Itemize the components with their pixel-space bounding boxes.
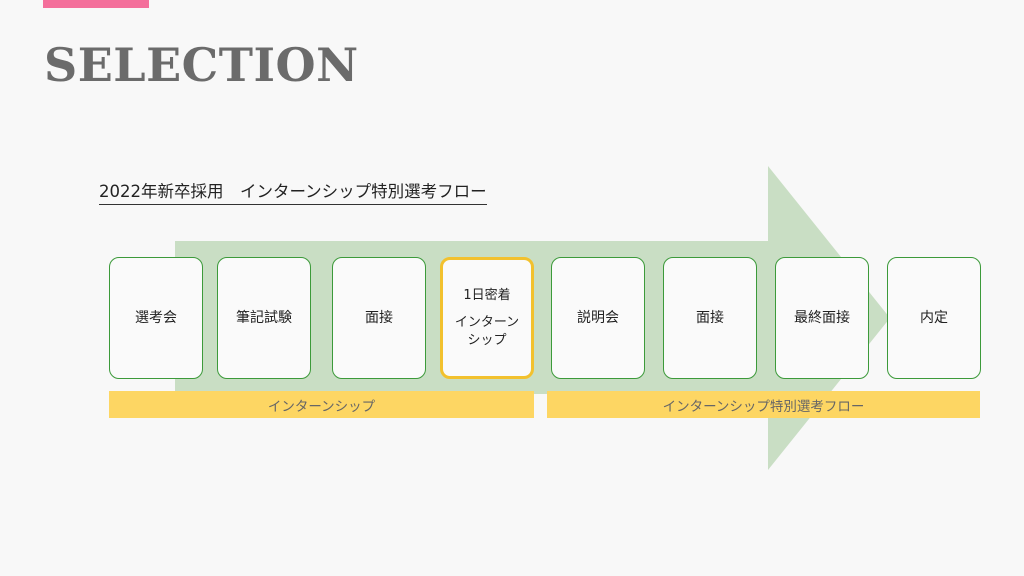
step-label-line1: 1日密着 xyxy=(463,287,511,303)
step-label: 筆記試験 xyxy=(236,309,292,326)
page-title: SELECTION xyxy=(44,38,359,92)
step-interview-2: 面接 xyxy=(663,257,757,379)
step-selection-meeting: 選考会 xyxy=(109,257,203,379)
step-label: 選考会 xyxy=(135,309,177,326)
flow-subtitle: 2022年新卒採用 インターンシップ特別選考フロー xyxy=(99,178,487,205)
step-label-line2: インターン xyxy=(454,315,520,331)
band-special-selection-flow: インターンシップ特別選考フロー xyxy=(547,391,980,418)
accent-bar xyxy=(43,0,149,8)
band-internship: インターンシップ xyxy=(109,391,534,418)
step-label: 面接 xyxy=(696,309,724,326)
step-written-test: 筆記試験 xyxy=(217,257,311,379)
step-label: 説明会 xyxy=(577,309,619,326)
step-label-line3: シップ xyxy=(467,332,507,348)
step-label: 内定 xyxy=(920,309,948,326)
step-one-day-internship: 1日密着 インターン シップ xyxy=(440,257,534,379)
step-interview-1: 面接 xyxy=(332,257,426,379)
step-offer: 内定 xyxy=(887,257,981,379)
step-final-interview: 最終面接 xyxy=(775,257,869,379)
step-briefing: 説明会 xyxy=(551,257,645,379)
step-label: 面接 xyxy=(365,309,393,326)
step-label: 最終面接 xyxy=(794,309,850,326)
